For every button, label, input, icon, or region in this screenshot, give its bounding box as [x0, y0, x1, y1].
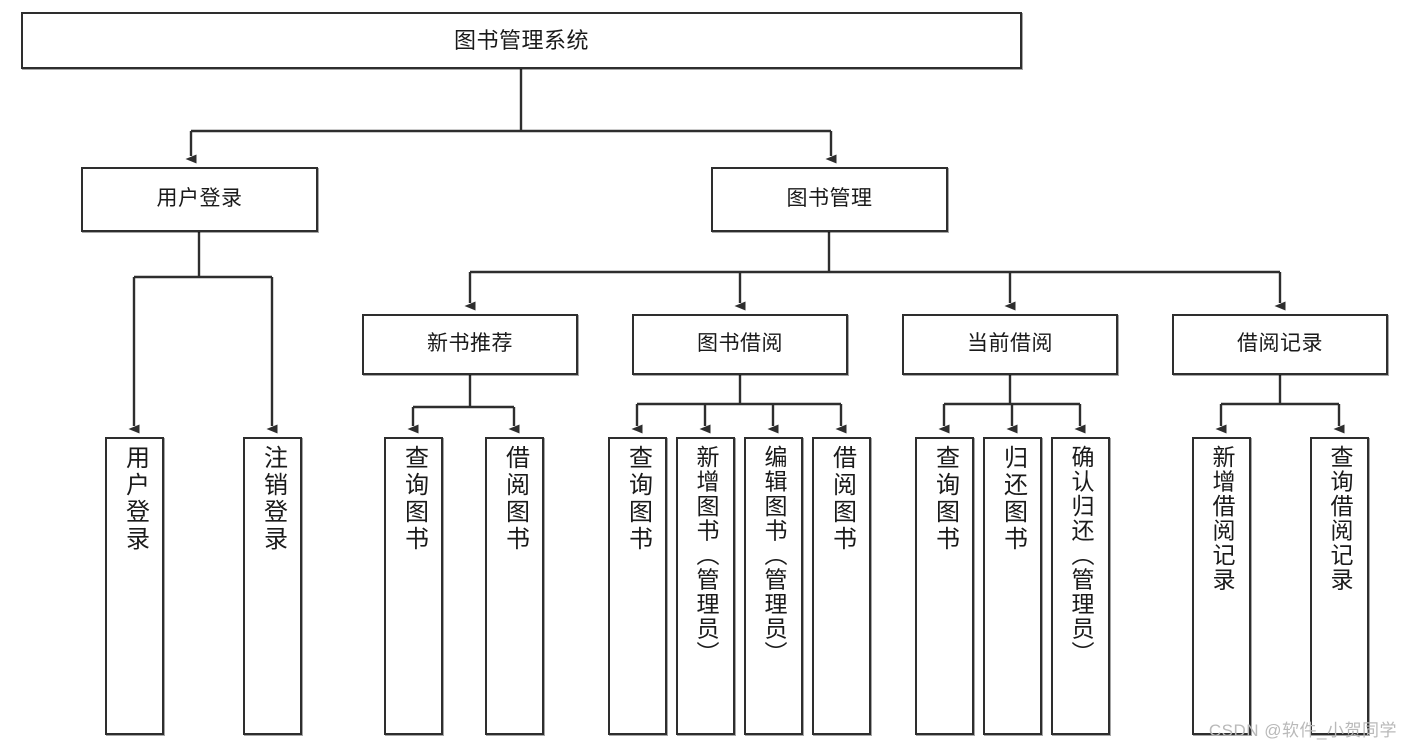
node-label: 查询图书	[931, 445, 959, 553]
node-current-borrowing[interactable]: 当前借阅	[902, 314, 1118, 375]
leaf-current-borrow-return-books[interactable]: 归还图书	[983, 437, 1042, 735]
leaf-current-borrow-query-books[interactable]: 查询图书	[915, 437, 974, 735]
leaf-borrow-record-query-record[interactable]: 查询借阅记录	[1310, 437, 1369, 735]
leaf-user-login-logout[interactable]: 注销登录	[243, 437, 302, 735]
leaf-book-borrow-add-book-admin[interactable]: 新增图书（管理员）	[676, 437, 735, 735]
node-label: 查询图书	[400, 445, 428, 553]
node-label: 新增图书（管理员）	[693, 445, 719, 666]
node-label: 当前借阅	[967, 332, 1053, 356]
node-label: 确认归还（管理员）	[1068, 445, 1094, 666]
node-label: 注销登录	[259, 445, 287, 553]
leaf-book-borrow-query-books[interactable]: 查询图书	[608, 437, 667, 735]
leaf-user-login-login[interactable]: 用户登录	[105, 437, 164, 735]
node-borrowing-record[interactable]: 借阅记录	[1172, 314, 1388, 375]
leaf-current-borrow-confirm-return-admin[interactable]: 确认归还（管理员）	[1051, 437, 1110, 735]
node-label: 图书管理系统	[453, 27, 589, 53]
node-label: 归还图书	[999, 445, 1027, 553]
node-label: 借阅记录	[1237, 332, 1323, 356]
node-label: 编辑图书（管理员）	[761, 445, 787, 666]
node-label: 借阅图书	[828, 445, 856, 553]
leaf-new-book-query-books[interactable]: 查询图书	[384, 437, 443, 735]
leaf-new-book-borrow-books[interactable]: 借阅图书	[485, 437, 544, 735]
node-book-borrowing[interactable]: 图书借阅	[632, 314, 848, 375]
node-new-book-recommendation[interactable]: 新书推荐	[362, 314, 578, 375]
leaf-book-borrow-edit-book-admin[interactable]: 编辑图书（管理员）	[744, 437, 803, 735]
node-label: 新增借阅记录	[1209, 445, 1235, 592]
node-label: 图书借阅	[697, 332, 783, 356]
node-label: 新书推荐	[427, 332, 513, 356]
leaf-borrow-record-add-record[interactable]: 新增借阅记录	[1192, 437, 1251, 735]
node-label: 用户登录	[156, 187, 243, 211]
node-root-book-management-system[interactable]: 图书管理系统	[21, 12, 1022, 69]
node-book-management[interactable]: 图书管理	[711, 167, 948, 232]
node-user-login[interactable]: 用户登录	[81, 167, 318, 232]
node-label: 图书管理	[786, 187, 873, 211]
leaf-book-borrow-borrow-books[interactable]: 借阅图书	[812, 437, 871, 735]
node-label: 查询借阅记录	[1327, 445, 1353, 592]
node-label: 查询图书	[624, 445, 652, 553]
watermark-text: CSDN @软件_小贺同学	[1208, 721, 1397, 740]
node-label: 用户登录	[121, 445, 149, 553]
node-label: 借阅图书	[501, 445, 529, 553]
